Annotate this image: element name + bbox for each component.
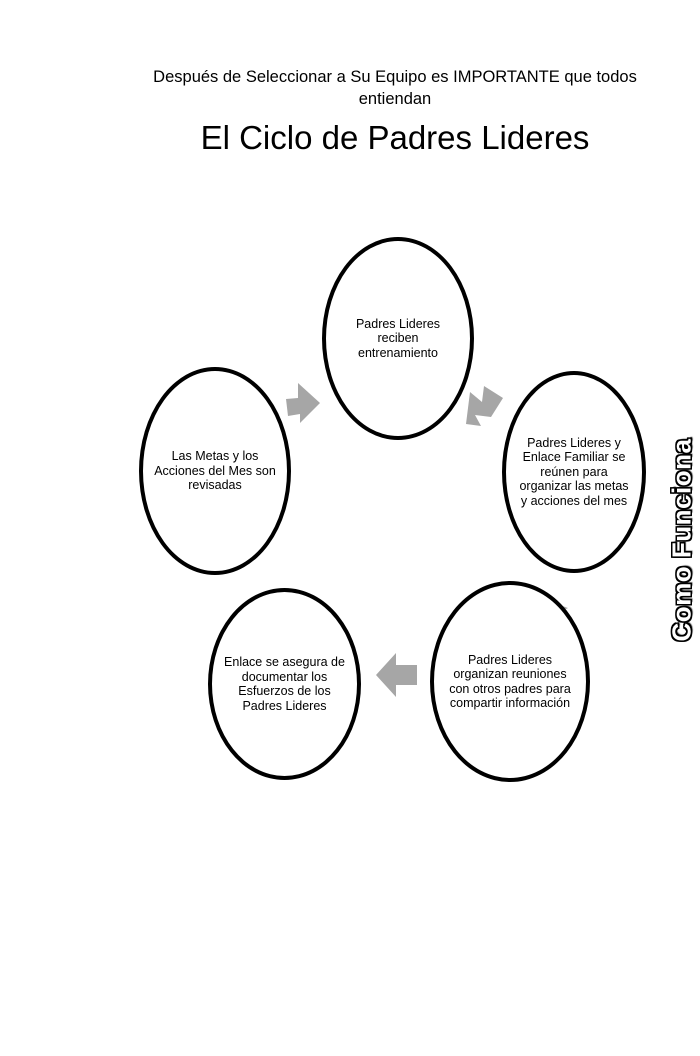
arrow-3-to-4 bbox=[376, 653, 417, 697]
cycle-node-label: Padres Lideres y Enlace Familiar se reún… bbox=[519, 435, 629, 508]
side-label: Como Funciona bbox=[666, 438, 697, 642]
diagram-subtitle: Después de Seleccionar a Su Equipo es IM… bbox=[153, 68, 637, 108]
cycle-node-label: Enlace se asegura de documentar los Esfu… bbox=[224, 655, 345, 713]
diagram-title: El Ciclo de Padres Lideres bbox=[200, 119, 590, 156]
cycle-node-parent-meetings: Padres Lideres organizan reuniones con o… bbox=[430, 581, 590, 782]
cycle-node-review: Las Metas y los Acciones del Mes son rev… bbox=[139, 367, 291, 575]
cycle-node-label: Padres Lideres organizan reuniones con o… bbox=[449, 652, 571, 711]
arrow-1-to-2 bbox=[466, 386, 503, 426]
cycle-node-documentation: Enlace se asegura de documentar los Esfu… bbox=[208, 588, 361, 780]
arrow-5-to-1 bbox=[286, 383, 320, 423]
cycle-node-training: Padres Lideres reciben entrenamiento bbox=[322, 237, 474, 440]
cycle-node-label: Las Metas y los Acciones del Mes son rev… bbox=[154, 449, 276, 493]
cycle-node-planning-meeting: Padres Lideres y Enlace Familiar se reún… bbox=[502, 371, 646, 573]
cycle-node-label: Padres Lideres reciben entrenamiento bbox=[355, 316, 441, 360]
